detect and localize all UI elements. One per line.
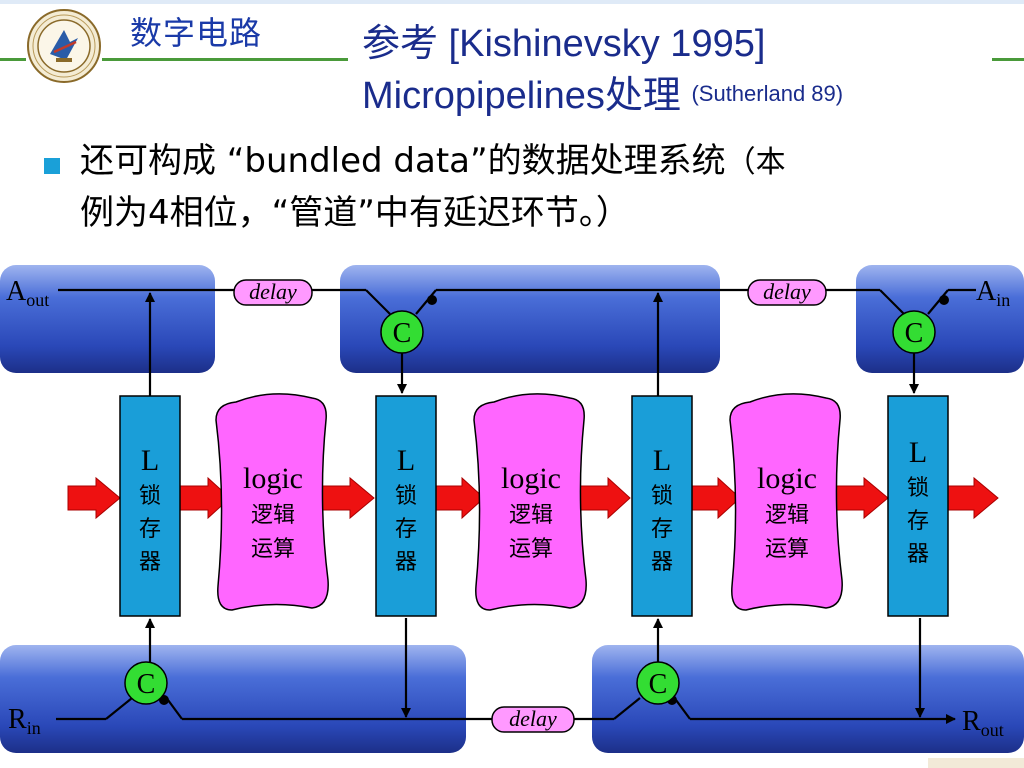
latch-char: 存: [395, 517, 417, 542]
logic-cn-line2: 运算: [509, 537, 553, 562]
latch-char: 器: [651, 550, 673, 575]
header-band: [0, 0, 1024, 4]
logic-cn-line1: 逻辑: [509, 503, 553, 528]
data-arrow: [179, 476, 231, 520]
signal-r-in-sub: in: [27, 718, 41, 738]
signal-r-in-letter: R: [8, 704, 27, 735]
delay-label: delay: [249, 279, 297, 304]
c-element-top-2: C: [892, 310, 936, 354]
delay-element-top-1: delay: [233, 279, 313, 306]
c-element-bottom-2: C: [636, 661, 680, 705]
latch-char: 锁: [651, 484, 673, 509]
latch-4: L 锁 存 器: [887, 395, 949, 617]
logic-block-3: logic 逻辑 运算: [729, 393, 843, 611]
bullet-paren: （本: [725, 145, 786, 180]
signal-a-out-sub: out: [26, 290, 49, 310]
channel-top-3: [856, 265, 1024, 373]
bullet-marker: [44, 158, 60, 174]
latch-char: 存: [139, 517, 161, 542]
signal-a-out: Aout: [6, 276, 49, 310]
footer-decoration: [928, 758, 1024, 768]
latch-char: 锁: [139, 484, 161, 509]
latch-letter: L: [653, 444, 671, 477]
c-label: C: [905, 318, 924, 349]
data-arrow: [691, 476, 741, 520]
logic-label: logic: [757, 462, 817, 495]
logic-cn-line2: 运算: [251, 537, 295, 562]
slide-title-main: Micropipelines处理: [362, 75, 681, 117]
data-arrow: [835, 476, 889, 520]
micropipeline-diagram: delay delay delay C C C C L 锁 存 器 L 锁: [0, 265, 1024, 753]
logic-cn-line1: 逻辑: [251, 503, 295, 528]
logic-block-1: logic 逻辑 运算: [215, 393, 329, 611]
signal-a-out-letter: A: [6, 276, 27, 307]
data-arrow: [947, 476, 999, 520]
latch-char: 器: [139, 550, 161, 575]
signal-r-out: Rout: [962, 706, 1004, 740]
signal-a-in-letter: A: [976, 276, 997, 307]
logic-label: logic: [243, 462, 303, 495]
bullet-line1: 还可构成 “bundled data”的数据处理系统（本: [80, 136, 1010, 188]
latch-char: 器: [907, 542, 929, 567]
data-arrow: [435, 476, 485, 520]
slide-title: 参考 [Kishinevsky 1995] Micropipelines处理 (…: [362, 18, 843, 122]
delay-label: delay: [763, 279, 811, 304]
slide-title-line2: Micropipelines处理 (Sutherland 89): [362, 70, 843, 122]
bullet-text: 还可构成 “bundled data”的数据处理系统（本 例为4相位，“管道”中…: [80, 136, 1010, 238]
c-element-bubble: [939, 295, 949, 305]
latch-letter: L: [909, 436, 927, 469]
logic-cn-line1: 逻辑: [765, 503, 809, 528]
header-rule-left: [102, 58, 348, 61]
data-arrow: [579, 476, 631, 520]
c-element-bottom-1: C: [124, 661, 168, 705]
latch-3: L 锁 存 器: [631, 395, 693, 617]
c-label: C: [649, 669, 668, 700]
slide-title-reference: (Sutherland 89): [691, 81, 844, 106]
latch-char: 锁: [395, 484, 417, 509]
latch-char: 锁: [907, 476, 929, 501]
channel-top-1: [0, 265, 215, 373]
header-rule-right: [992, 58, 1024, 61]
signal-a-in: Ain: [976, 276, 1010, 310]
delay-element-top-2: delay: [747, 279, 827, 306]
course-title: 数字电路: [130, 14, 263, 52]
logic-block-2: logic 逻辑 运算: [473, 393, 587, 611]
header-rule-tick: [0, 58, 26, 61]
delay-label: delay: [509, 706, 557, 731]
c-label: C: [393, 318, 412, 349]
latch-char: 器: [395, 550, 417, 575]
data-arrow: [67, 476, 121, 520]
latch-letter: L: [141, 444, 159, 477]
signal-r-out-sub: out: [981, 720, 1004, 740]
latch-2: L 锁 存 器: [375, 395, 437, 617]
slide-title-line1: 参考 [Kishinevsky 1995]: [362, 23, 766, 65]
c-label: C: [137, 669, 156, 700]
bullet-line2: 例为4相位，“管道”中有延迟环节。）: [80, 193, 630, 233]
signal-r-in: Rin: [8, 704, 41, 738]
latch-char: 存: [651, 517, 673, 542]
channel-bottom-2: [592, 645, 1024, 753]
channel-bottom-1: [0, 645, 466, 753]
logic-label: logic: [501, 462, 561, 495]
latch-char: 存: [907, 509, 929, 534]
c-element-top-1: C: [380, 310, 424, 354]
c-element-bubble: [427, 295, 437, 305]
latch-1: L 锁 存 器: [119, 395, 181, 617]
latch-letter: L: [397, 444, 415, 477]
logic-cn-line2: 运算: [765, 537, 809, 562]
bullet-main: 还可构成 “bundled data”的数据处理系统: [80, 141, 726, 181]
delay-element-bottom: delay: [491, 706, 575, 733]
university-logo: [27, 9, 101, 83]
data-arrow: [321, 476, 375, 520]
signal-a-in-sub: in: [996, 290, 1010, 310]
signal-r-out-letter: R: [962, 706, 981, 737]
